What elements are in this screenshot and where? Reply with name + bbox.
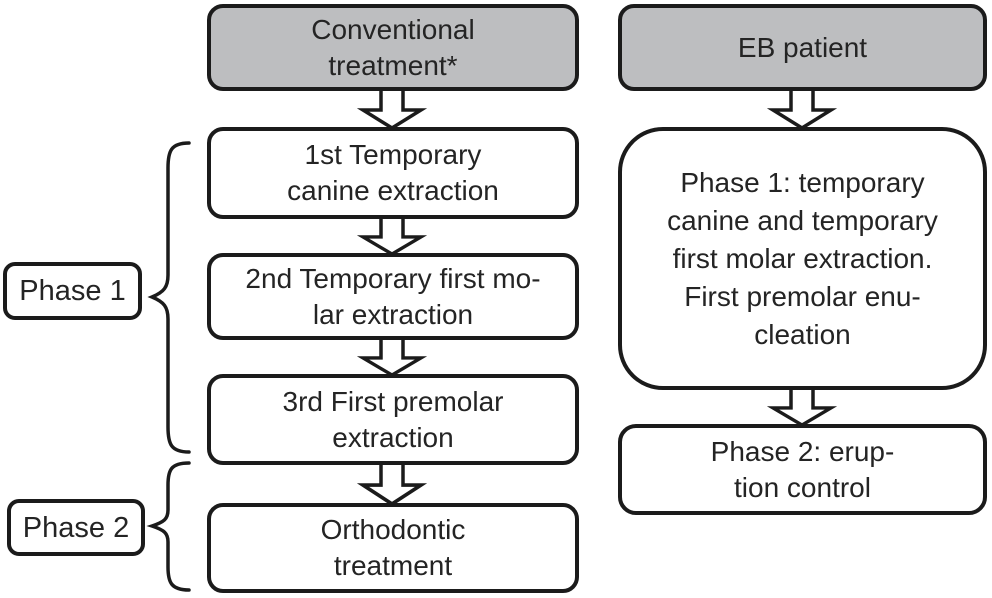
eb-phase2-label: Phase 2: erup- tion control [710, 435, 895, 503]
step-first-molar-extraction-label: 2nd Temporary first mo- lar extraction [245, 262, 541, 330]
step-orthodontic-treatment-label: Orthodontic treatment [320, 514, 466, 581]
step-first-premolar-extraction-label: 3rd First premolar extraction [282, 385, 504, 453]
eb-phase1-box: Phase 1: temporary canine and temporary … [618, 127, 987, 390]
conventional-treatment-label: Conventional treatment* [311, 13, 475, 81]
phase2-label: Phase 2 [22, 511, 130, 544]
conventional-treatment-box: Conventional treatment* [207, 4, 579, 91]
eb-phase1-label: Phase 1: temporary canine and temporary … [667, 166, 938, 350]
phase1-label: Phase 1 [19, 275, 126, 307]
curly-brace-icon [147, 141, 191, 454]
down-arrow-icon [766, 89, 838, 131]
down-arrow-icon [356, 338, 428, 378]
eb-phase2-box: Phase 2: erup- tion control [618, 424, 987, 515]
step-first-premolar-extraction-box: 3rd First premolar extraction [207, 374, 579, 465]
phase2-label-box: Phase 2 [7, 499, 145, 556]
down-arrow-icon [356, 217, 428, 257]
down-arrow-icon [356, 89, 428, 131]
step-canine-extraction-box: 1st Temporary canine extraction [207, 127, 579, 219]
curly-brace-icon [146, 461, 191, 592]
eb-patient-label: EB patient [737, 31, 868, 63]
down-arrow-icon [766, 388, 838, 428]
eb-patient-box: EB patient [618, 4, 987, 91]
phase1-label-box: Phase 1 [3, 262, 142, 320]
down-arrow-icon [356, 463, 428, 507]
step-first-molar-extraction-box: 2nd Temporary first mo- lar extraction [207, 253, 579, 340]
step-canine-extraction-label: 1st Temporary canine extraction [287, 139, 499, 206]
step-orthodontic-treatment-box: Orthodontic treatment [207, 503, 579, 593]
